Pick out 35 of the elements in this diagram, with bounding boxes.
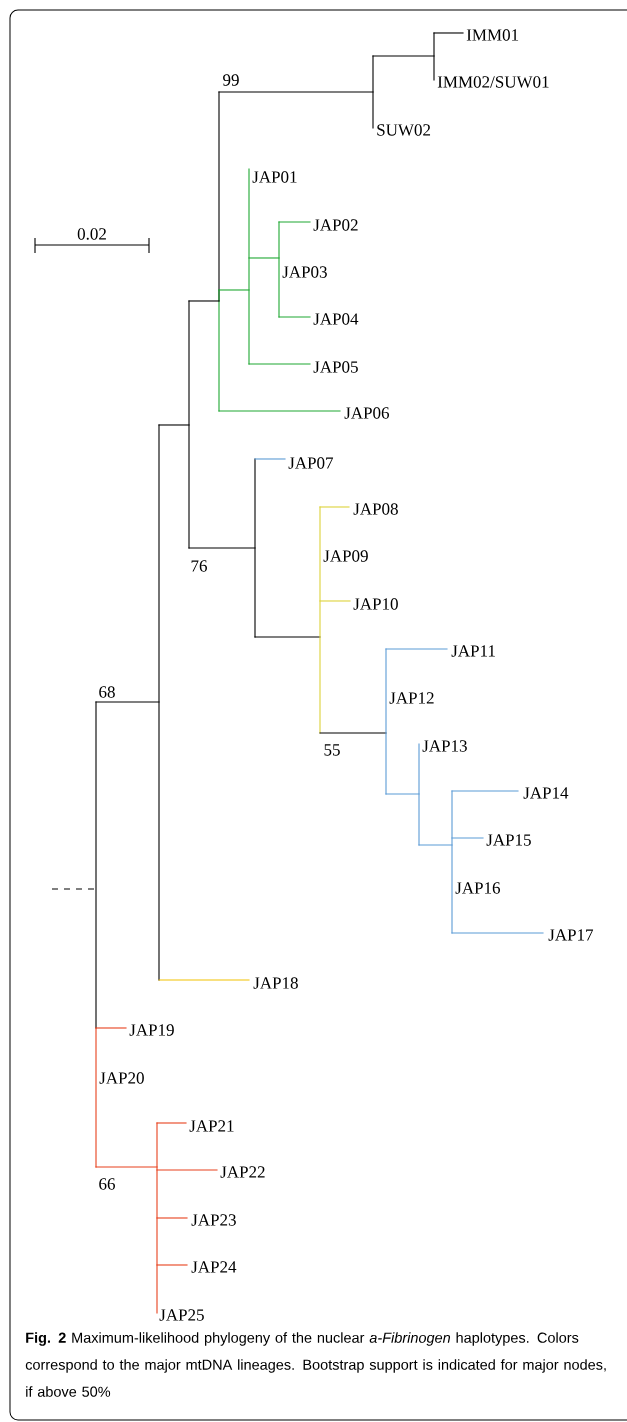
taxon-label: IMM02/SUW01 (437, 76, 549, 88)
taxon-label: JAP19 (129, 1024, 174, 1036)
scale-label: 0.02 (77, 228, 106, 240)
taxon-label: JAP14 (523, 787, 569, 799)
taxon-label: JAP18 (253, 977, 298, 989)
taxon-label: JAP24 (191, 1261, 237, 1273)
taxon-label: JAP10 (353, 598, 398, 610)
taxon-label: JAP20 (99, 1072, 144, 1084)
bootstrap-value: 76 (191, 560, 207, 572)
taxon-label: JAP16 (455, 882, 501, 894)
taxon-label: JAP11 (451, 645, 495, 657)
taxon-label: JAP17 (548, 929, 594, 941)
taxon-label: IMM01 (466, 29, 519, 41)
taxon-label: JAP22 (220, 1166, 265, 1178)
figure-caption: Fig. 2 Maximum-likelihood phylogeny of the nuclear a-Fibrinogen haplotypes. Colors correspond to the major mtDNA lineages. Bootstrap support is indicated for major nodes, if above 50% (25, 1332, 606, 1397)
taxon-label: JAP23 (191, 1214, 236, 1226)
taxon-label: JAP02 (313, 219, 358, 231)
taxon-label: JAP12 (389, 692, 434, 704)
taxon-label: SUW02 (377, 124, 431, 136)
taxon-label: JAP04 (313, 313, 359, 325)
bootstrap-value: 55 (324, 744, 340, 756)
taxon-label: JAP08 (353, 503, 398, 515)
taxon-label: JAP21 (189, 1120, 234, 1132)
taxon-label: JAP15 (486, 834, 531, 846)
taxon-label: JAP01 (252, 171, 297, 183)
taxon-label: JAP06 (344, 407, 390, 419)
taxon-label: JAP03 (282, 266, 327, 278)
bootstrap-value: 99 (223, 74, 239, 86)
bootstrap-value: 66 (99, 1178, 115, 1190)
bootstrap-value: 68 (99, 686, 115, 698)
taxon-label: JAP05 (313, 361, 358, 373)
taxon-label: JAP07 (288, 457, 334, 469)
taxon-label: JAP09 (323, 550, 368, 562)
taxon-label: JAP13 (422, 740, 467, 752)
taxon-label: JAP25 (159, 1309, 204, 1321)
